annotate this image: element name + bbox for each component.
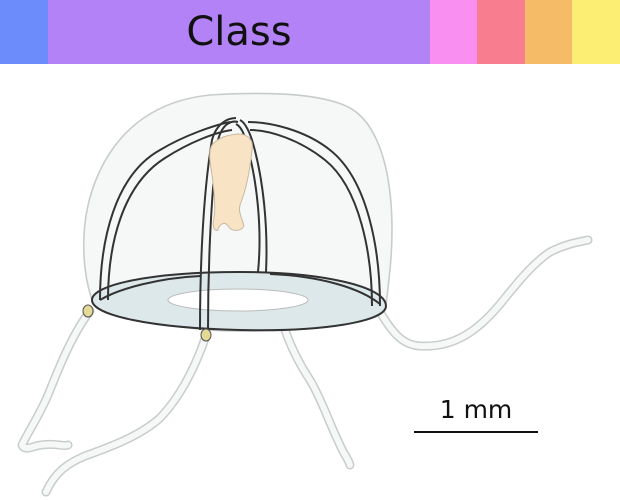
tentacle-right [375, 235, 593, 351]
rank-species-segment[interactable] [572, 0, 620, 64]
statocyst-left [82, 304, 94, 318]
rank-species-label [572, 0, 620, 64]
taxonomy-rank-bar: Class [0, 0, 620, 64]
rank-domain-label [0, 0, 48, 64]
scale-bar-line [414, 431, 538, 433]
rank-class-label: Class [186, 9, 292, 55]
rank-class-segment[interactable]: Class [48, 0, 430, 64]
tentacles [17, 235, 593, 497]
velum [90, 270, 388, 332]
rank-order-label [430, 0, 477, 64]
tentacle-center-left [41, 331, 211, 497]
rank-domain-segment[interactable] [0, 0, 48, 64]
statocyst-center [200, 328, 212, 342]
hydromedusa-illustration [17, 92, 593, 497]
rank-genus-segment[interactable] [525, 0, 572, 64]
rank-family-segment[interactable] [477, 0, 525, 64]
scale-bar-label: 1 mm [439, 395, 513, 424]
scale-bar: 1 mm [414, 395, 538, 433]
rank-genus-label [525, 0, 572, 64]
manubrium [209, 133, 253, 231]
rank-order-segment[interactable] [430, 0, 477, 64]
rank-family-label [477, 0, 525, 64]
